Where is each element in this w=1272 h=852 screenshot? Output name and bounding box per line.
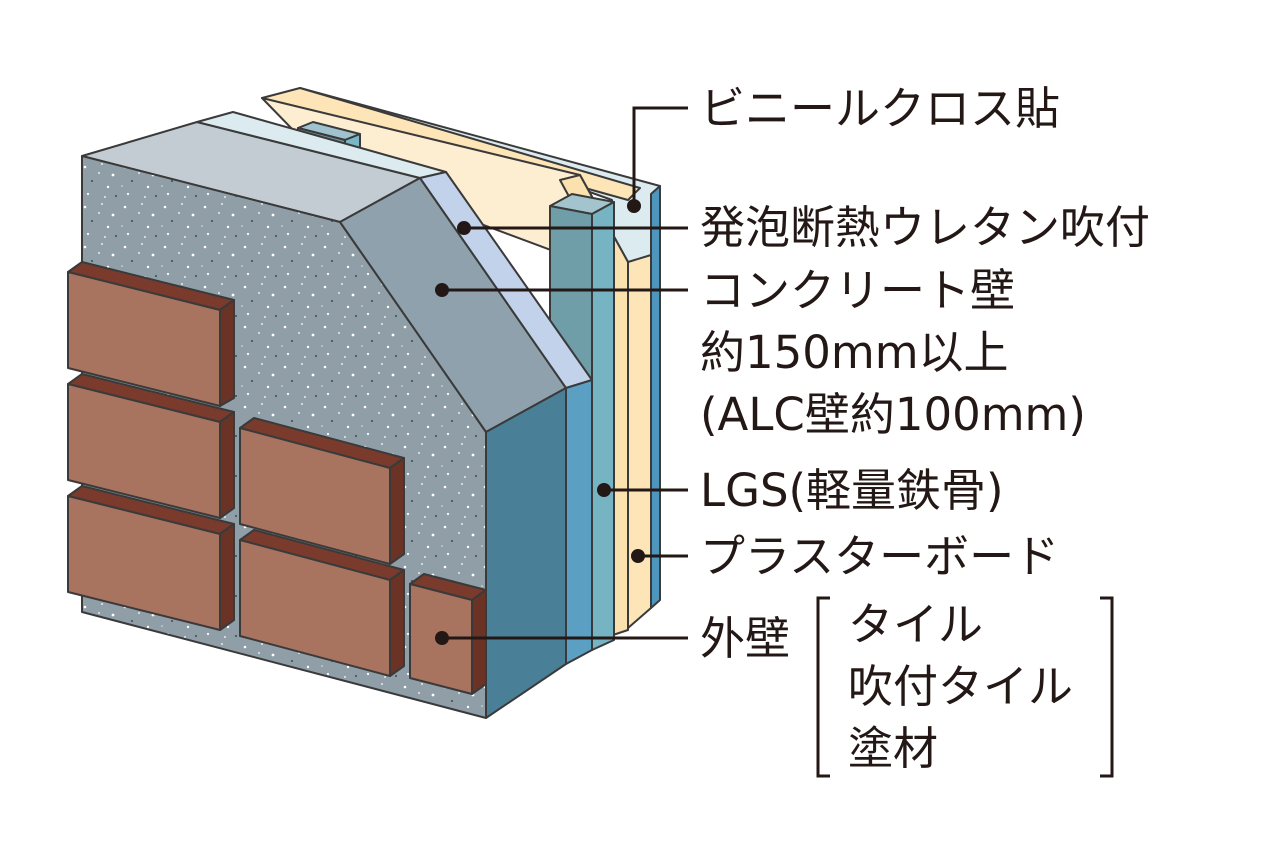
label-vinyl-cross: ビニールクロス貼 — [700, 82, 1060, 135]
brick — [410, 574, 486, 694]
label-exterior-option-spray-tile: 吹付タイル — [848, 660, 1073, 713]
label-concrete-wall: コンクリート壁 — [700, 264, 1015, 317]
label-exterior-wall: 外壁 — [700, 612, 790, 665]
label-exterior-option-coating: 塗材 — [848, 722, 938, 775]
label-urethane-insulation: 発泡断熱ウレタン吹付 — [700, 201, 1150, 254]
label-alc-thickness: (ALC壁約100mm) — [700, 388, 1086, 441]
label-exterior-option-tile: タイル — [848, 598, 983, 651]
label-concrete-thickness: 約150mm以上 — [700, 326, 1009, 379]
label-lgs: LGS(軽量鉄骨) — [700, 464, 1004, 517]
label-plaster-board: プラスターボード — [700, 530, 1059, 583]
